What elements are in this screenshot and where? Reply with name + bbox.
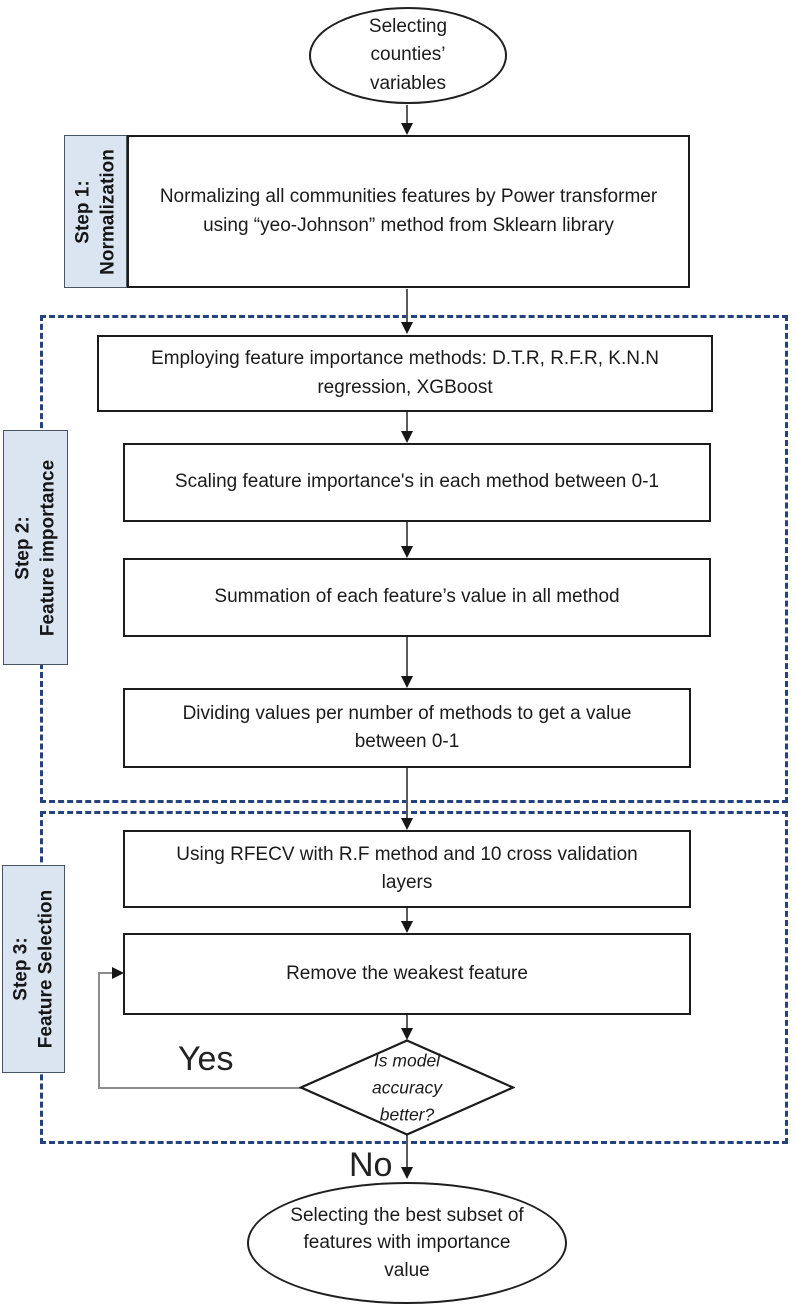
process-summation: Summation of each feature’s value in all… bbox=[123, 558, 711, 637]
start-node-text: Selecting counties’ variables bbox=[368, 15, 448, 94]
step1-label-box: Step 1: Normalization bbox=[64, 135, 127, 288]
arrowhead-icon bbox=[400, 676, 413, 688]
connector-remove-decision bbox=[406, 1015, 408, 1028]
arrowhead-icon bbox=[400, 123, 413, 135]
arrowhead-icon bbox=[400, 1028, 413, 1040]
arrowhead-icon bbox=[400, 921, 413, 933]
start-node: Selecting counties’ variables bbox=[309, 7, 507, 104]
step3-label-text: Step 3: Feature Selection bbox=[9, 889, 56, 1049]
end-node-text: Selecting the best subset of features wi… bbox=[290, 1204, 524, 1281]
end-node: Selecting the best subset of features wi… bbox=[247, 1182, 567, 1304]
process-text: Using RFECV with R.F method and 10 cross… bbox=[176, 843, 638, 894]
connector-start-step1 bbox=[406, 105, 408, 123]
connector-scaling-summation bbox=[406, 522, 408, 546]
connector-dividing-rfecv bbox=[406, 768, 408, 818]
process-text: Normalizing all communities features by … bbox=[159, 186, 658, 236]
yes-loop-bottom-line bbox=[98, 1087, 301, 1089]
arrowhead-icon bbox=[400, 818, 413, 830]
yes-loop-vertical-line bbox=[98, 972, 100, 1089]
connector-summation-dividing bbox=[406, 637, 408, 676]
step2-label-text: Step 2: Feature importance bbox=[11, 459, 58, 636]
decision-diamond: Is model accuracy better? bbox=[299, 1039, 515, 1136]
process-text: Dividing values per number of methods to… bbox=[182, 702, 632, 753]
process-employing-methods: Employing feature importance methods: D.… bbox=[97, 335, 713, 412]
connector-decision-end bbox=[406, 1135, 408, 1167]
arrowhead-icon bbox=[400, 322, 413, 334]
step2-label-box: Step 2: Feature importance bbox=[3, 430, 68, 665]
arrowhead-icon bbox=[112, 966, 124, 979]
process-normalizing: Normalizing all communities features by … bbox=[127, 135, 690, 288]
arrowhead-icon bbox=[400, 1167, 413, 1179]
process-remove-weakest: Remove the weakest feature bbox=[123, 933, 691, 1015]
decision-text: Is model accuracy better? bbox=[371, 1049, 443, 1125]
process-scaling-importance: Scaling feature importance's in each met… bbox=[123, 443, 711, 522]
arrowhead-icon bbox=[400, 431, 413, 443]
no-edge-label: No bbox=[349, 1146, 393, 1184]
process-text: Employing feature importance methods: D.… bbox=[151, 348, 659, 398]
process-text: Scaling feature importance's in each met… bbox=[174, 471, 660, 493]
step3-label-box: Step 3: Feature Selection bbox=[2, 865, 65, 1073]
process-rfecv: Using RFECV with R.F method and 10 cross… bbox=[123, 830, 691, 908]
connector-rfecv-remove bbox=[406, 908, 408, 921]
connector-employing-scaling bbox=[406, 412, 408, 431]
arrowhead-icon bbox=[400, 546, 413, 558]
step1-label-text: Step 1: Normalization bbox=[71, 148, 118, 275]
yes-loop-top-line bbox=[98, 972, 113, 974]
connector-step1-employing bbox=[406, 289, 408, 322]
diamond-shape bbox=[299, 1039, 515, 1136]
process-text: Summation of each feature’s value in all… bbox=[214, 586, 620, 608]
process-text: Remove the weakest feature bbox=[286, 962, 528, 984]
process-dividing-values: Dividing values per number of methods to… bbox=[123, 688, 691, 768]
yes-edge-label: Yes bbox=[178, 1040, 234, 1078]
